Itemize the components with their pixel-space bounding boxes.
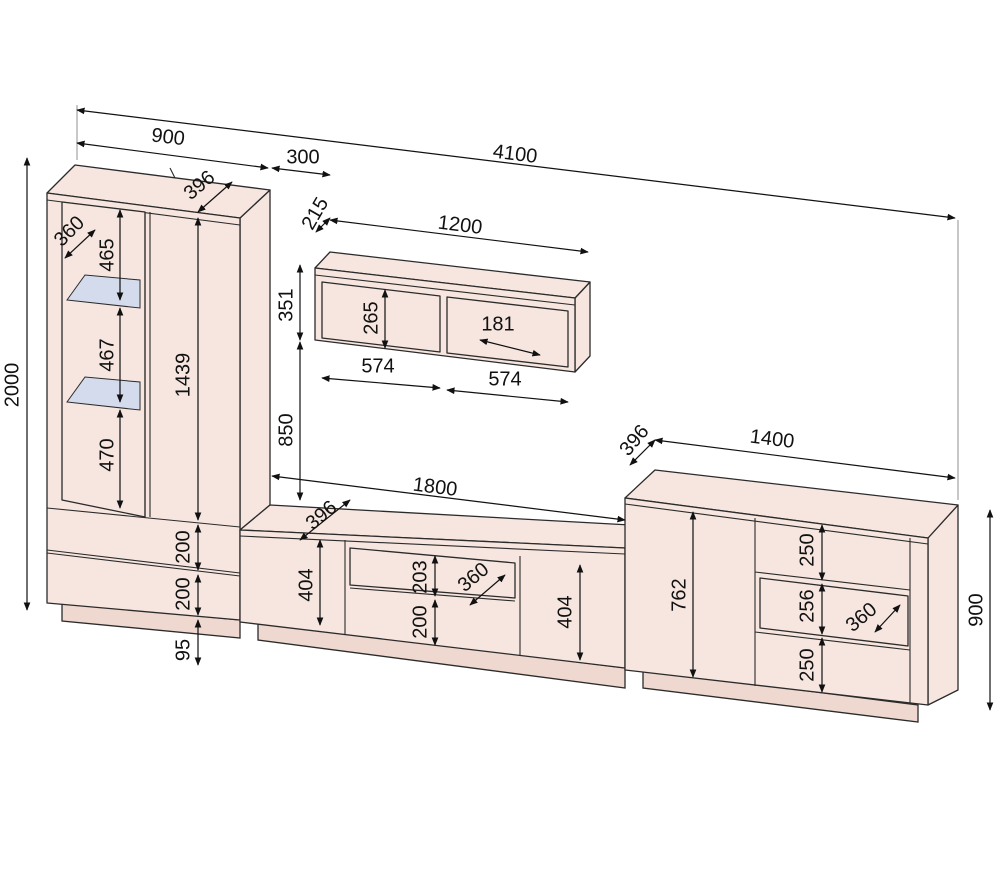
dim-plinth: 95 bbox=[172, 639, 194, 661]
dim-shelf-width: 1200 bbox=[437, 212, 484, 239]
dim-tall-drawer1: 200 bbox=[172, 530, 194, 563]
dim-tall-width: 900 bbox=[150, 124, 186, 150]
tv-stand bbox=[239, 504, 631, 689]
dim-chest-niche: 256 bbox=[796, 589, 818, 622]
dim-tv-niche: 203 bbox=[409, 560, 431, 593]
dim-tall-door: 1439 bbox=[172, 353, 194, 398]
dim-tall-sec1: 465 bbox=[96, 238, 118, 271]
dimension-lines bbox=[23, 105, 994, 711]
wall-shelf bbox=[314, 251, 591, 373]
dim-shelf-cell-right: 574 bbox=[488, 368, 521, 390]
dim-total-height: 2000 bbox=[1, 363, 23, 408]
dim-tv-drawer: 200 bbox=[409, 605, 431, 638]
dim-tall-sec2: 467 bbox=[96, 338, 118, 371]
dim-chest-drawer1: 250 bbox=[796, 533, 818, 566]
dim-shelf-cell-left: 574 bbox=[361, 355, 394, 377]
dim-total-width: 4100 bbox=[492, 141, 539, 168]
dim-tall-drawer2: 200 bbox=[172, 577, 194, 610]
dim-chest-door: 762 bbox=[668, 578, 690, 611]
dim-shelf-inner-height: 265 bbox=[360, 301, 382, 334]
chest-of-drawers bbox=[624, 469, 959, 723]
dim-chest-height: 900 bbox=[965, 593, 987, 626]
dim-shelf-elevation: 850 bbox=[275, 413, 297, 446]
dim-tv-width: 1800 bbox=[412, 474, 459, 501]
dim-tv-right-door: 404 bbox=[554, 595, 576, 628]
dim-chest-width: 1400 bbox=[749, 426, 796, 453]
dim-chest-depth: 396 bbox=[615, 421, 653, 461]
dim-shelf-inner-depth: 181 bbox=[481, 313, 514, 335]
dim-shelf-depth: 215 bbox=[298, 194, 334, 234]
dim-chest-drawer2: 250 bbox=[796, 648, 818, 681]
dim-shelf-height: 351 bbox=[275, 288, 297, 321]
dim-tall-sec3: 470 bbox=[96, 438, 118, 471]
dim-tv-left-door: 404 bbox=[295, 568, 317, 601]
dim-gap-to-shelf: 300 bbox=[286, 146, 319, 168]
